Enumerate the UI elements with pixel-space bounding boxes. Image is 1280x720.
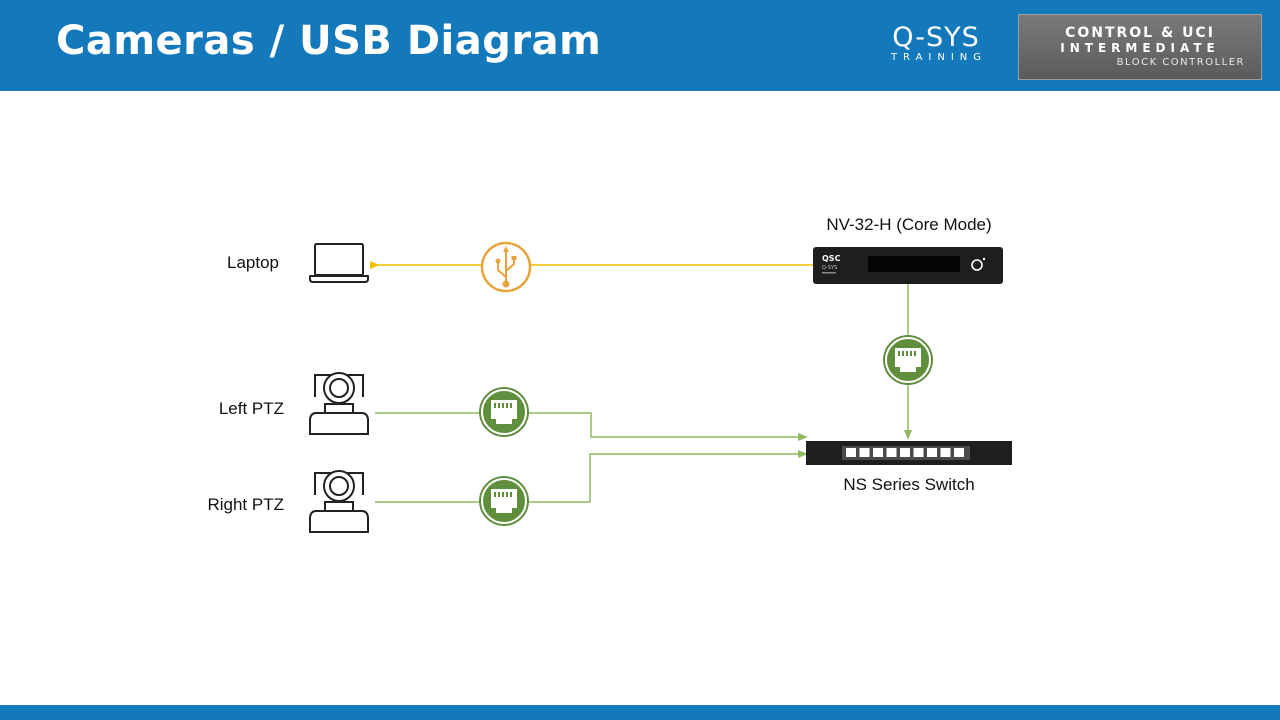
network-switch: [806, 441, 1012, 465]
qsys-training-logo: Q-SYS TRAINING: [866, 24, 1006, 68]
ethernet-port-icon: [883, 335, 933, 385]
header-bar: Cameras / USB Diagram Q-SYS TRAINING CON…: [0, 0, 1280, 91]
course-line-1: CONTROL & UCI: [1065, 25, 1215, 41]
left-ptz-network-line: [375, 412, 808, 441]
core-logo: QSC: [822, 254, 841, 263]
course-line-2: INTERMEDIATE: [1060, 41, 1220, 55]
switch-port: [913, 448, 924, 457]
switch-ports: [846, 448, 964, 457]
left-ptz-label: Left PTZ: [219, 399, 284, 418]
right-ptz-label: Right PTZ: [207, 495, 284, 514]
course-badge: CONTROL & UCI INTERMEDIATE BLOCK CONTROL…: [1018, 14, 1262, 80]
course-line-3: BLOCK CONTROLLER: [1116, 57, 1245, 68]
switch-port: [846, 448, 856, 457]
usb-icon: [480, 241, 532, 293]
switch-port: [886, 448, 897, 457]
switch-label: NS Series Switch: [843, 475, 974, 494]
right-ptz-network-line: [375, 450, 808, 503]
ptz-camera-icon: [309, 470, 369, 533]
footer-bar: [0, 705, 1280, 720]
ethernet-port-icon: [479, 387, 529, 437]
switch-port: [859, 448, 870, 457]
switch-port: [873, 448, 883, 457]
ptz-camera-icon: [309, 372, 369, 435]
core-device: QSC Q-SYS: [813, 247, 1003, 284]
switch-port: [900, 448, 910, 457]
switch-port: [940, 448, 951, 457]
laptop-icon: [309, 243, 369, 283]
switch-port: [927, 448, 937, 457]
page-title: Cameras / USB Diagram: [56, 18, 602, 64]
core-sublogo: Q-SYS: [822, 265, 837, 271]
brand-sub-text: TRAINING: [890, 52, 988, 63]
switch-port: [954, 448, 964, 457]
laptop-label: Laptop: [227, 253, 279, 272]
core-label: NV-32-H (Core Mode): [826, 215, 991, 234]
ethernet-port-icon: [479, 476, 529, 526]
brand-main-text: Q-SYS: [892, 22, 980, 53]
